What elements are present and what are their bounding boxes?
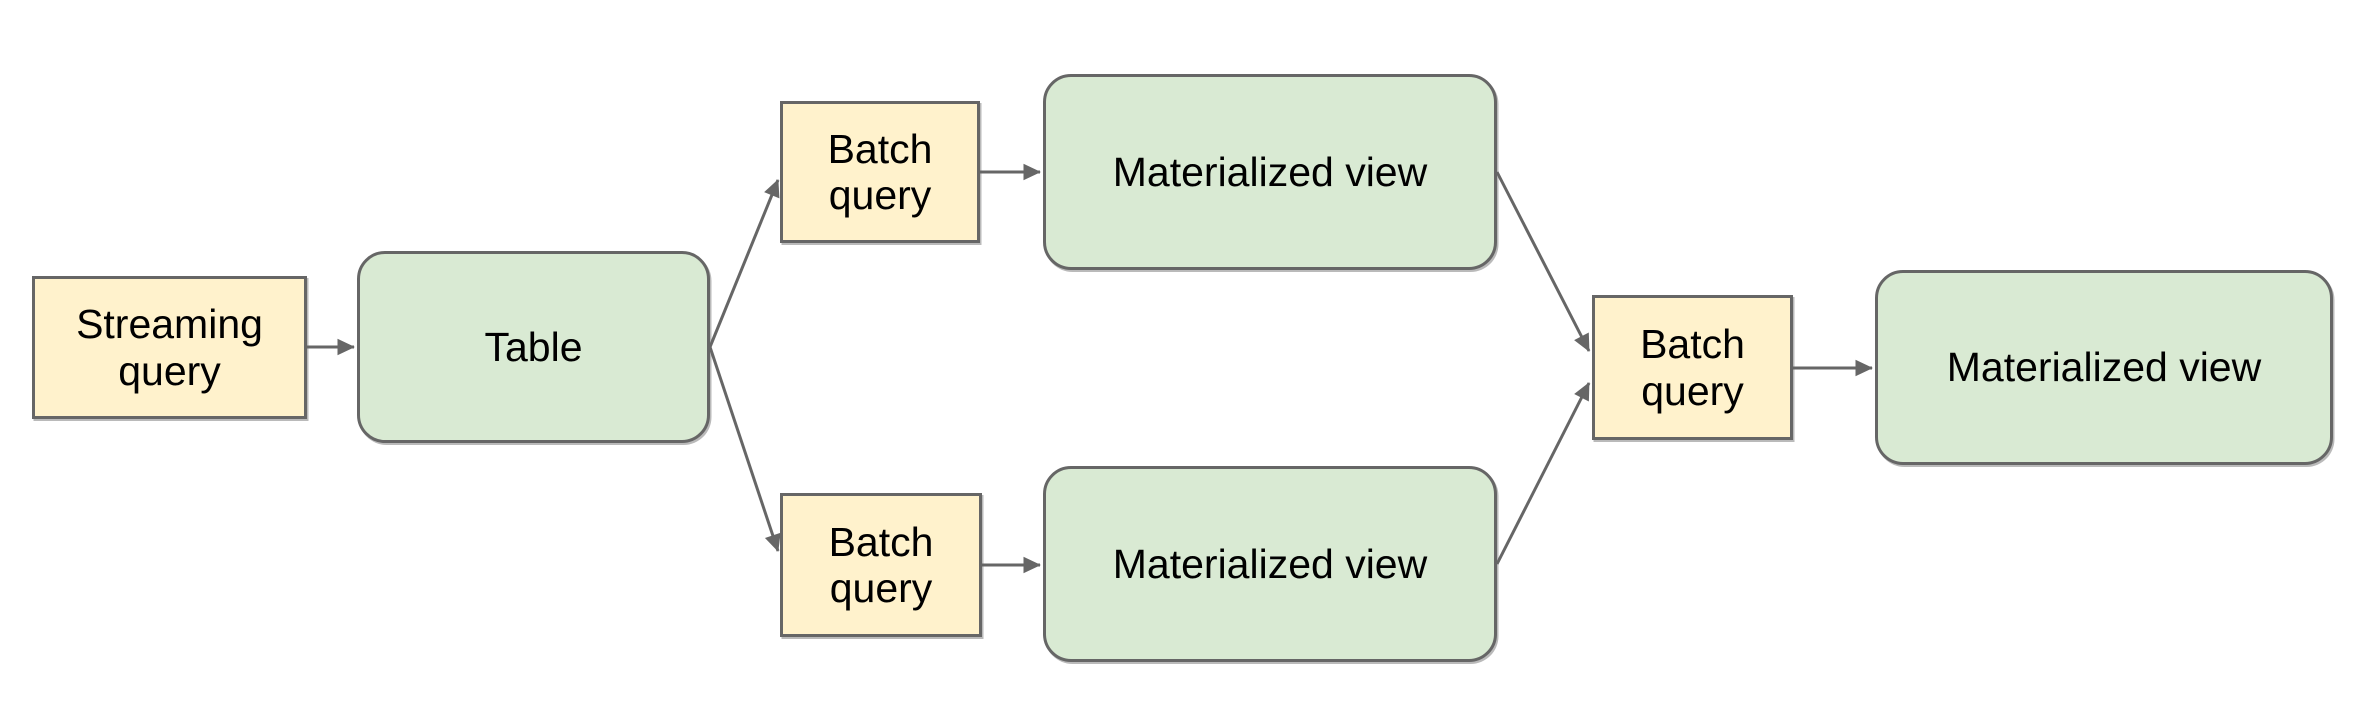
node-table[interactable]: Table	[357, 251, 710, 443]
edge-table-to-batch-query-bottom[interactable]	[708, 346, 781, 552]
node-label: Materialized view	[1946, 344, 2262, 391]
node-label: Batch query	[827, 125, 933, 218]
node-materialized-view-bottom[interactable]: Materialized view	[1043, 466, 1497, 662]
node-label: Batch query	[1640, 321, 1745, 414]
node-label: Batch query	[828, 518, 934, 611]
node-materialized-view-right[interactable]: Materialized view	[1875, 270, 2333, 465]
edge-table-to-batch-query-top[interactable]	[708, 179, 780, 348]
node-label: Streaming query	[76, 301, 263, 394]
edge-mv-bottom-to-batch-query-right[interactable]	[1495, 382, 1591, 565]
node-label: Table	[484, 323, 583, 370]
node-label: Materialized view	[1112, 540, 1428, 587]
node-materialized-view-top[interactable]: Materialized view	[1043, 74, 1497, 270]
node-streaming-query[interactable]: Streaming query	[32, 276, 307, 419]
node-label: Materialized view	[1112, 148, 1428, 195]
node-batch-query-top[interactable]: Batch query	[780, 101, 980, 243]
node-batch-query-bottom[interactable]: Batch query	[780, 493, 982, 637]
node-batch-query-right[interactable]: Batch query	[1592, 295, 1793, 440]
edge-mv-top-to-batch-query-right[interactable]	[1495, 171, 1591, 352]
